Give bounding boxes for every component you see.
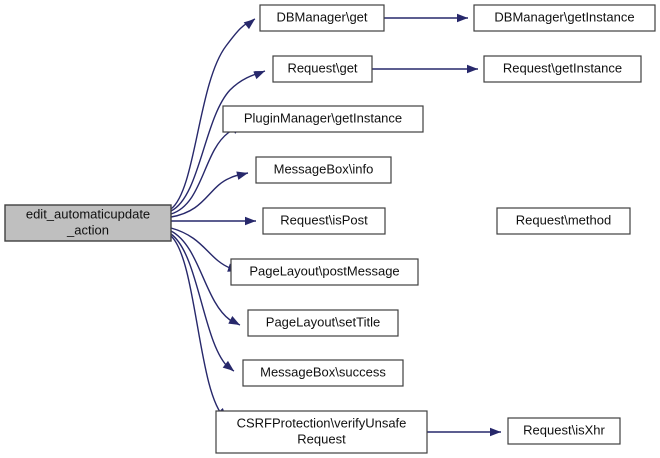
node-label: CSRFProtection\verifyUnsafe	[237, 415, 407, 430]
node-label: DBManager\getInstance	[494, 9, 634, 24]
node-box[interactable]	[222, 105, 424, 133]
edge-root-to-csrfprotection_verifyunsaferequest	[170, 235, 228, 420]
node-label: _action	[66, 222, 109, 237]
node-label: PageLayout\setTitle	[266, 314, 380, 329]
node-box[interactable]	[473, 4, 656, 32]
node-label: MessageBox\info	[274, 161, 374, 176]
node-label: Request	[297, 431, 346, 446]
edge-root-to-messagebox_info	[170, 172, 249, 218]
node-messagebox_success[interactable]: MessageBox\success	[242, 359, 404, 387]
node-request_ispost[interactable]: Request\isPost	[262, 207, 386, 235]
edge-root-to-pagelayout_postmessage	[170, 227, 240, 272]
node-label: DBManager\get	[276, 9, 367, 24]
edge-root-to-dbmanager_get	[170, 18, 256, 210]
node-box[interactable]	[483, 55, 642, 83]
arrowhead-icon	[490, 427, 501, 437]
node-label: Request\isXhr	[523, 422, 605, 437]
arrowhead-icon	[253, 71, 265, 80]
node-box[interactable]	[215, 410, 428, 454]
nodes-layer: edit_automaticupdate_action DBManager\get…	[4, 4, 656, 454]
node-box[interactable]	[230, 258, 419, 286]
arrowhead-icon	[222, 360, 234, 371]
node-label: Request\getInstance	[503, 60, 622, 75]
arrowhead-icon	[243, 19, 255, 30]
arrowhead-icon	[236, 171, 248, 180]
edge-root-to-request_get	[170, 70, 266, 212]
node-pagelayout_settitle[interactable]: PageLayout\setTitle	[247, 309, 399, 337]
node-request_method[interactable]: Request\method	[496, 207, 631, 235]
node-messagebox_info[interactable]: MessageBox\info	[255, 156, 392, 184]
arrowhead-icon	[228, 316, 240, 325]
arrowhead-icon	[467, 64, 478, 74]
node-request_isxhr[interactable]: Request\isXhr	[507, 417, 621, 445]
node-label: PluginManager\getInstance	[244, 110, 402, 125]
node-request_get[interactable]: Request\get	[272, 55, 373, 83]
arrowhead-icon	[245, 216, 256, 226]
node-box[interactable]	[247, 309, 399, 337]
node-label: PageLayout\postMessage	[249, 263, 399, 278]
node-label: edit_automaticupdate	[26, 206, 150, 221]
node-label: MessageBox\success	[260, 364, 386, 379]
node-pluginmanager_getinstance[interactable]: PluginManager\getInstance	[222, 105, 424, 133]
node-request_getinstance[interactable]: Request\getInstance	[483, 55, 642, 83]
node-label: Request\get	[287, 60, 357, 75]
node-box[interactable]	[507, 417, 621, 445]
node-dbmanager_getinstance[interactable]: DBManager\getInstance	[473, 4, 656, 32]
node-box[interactable]	[242, 359, 404, 387]
node-box[interactable]	[496, 207, 631, 235]
node-dbmanager_get[interactable]: DBManager\get	[259, 4, 385, 32]
node-label: Request\method	[516, 212, 611, 227]
node-box[interactable]	[255, 156, 392, 184]
node-box[interactable]	[262, 207, 386, 235]
node-label: Request\isPost	[280, 212, 368, 227]
arrowhead-icon	[457, 13, 468, 23]
node-pagelayout_postmessage[interactable]: PageLayout\postMessage	[230, 258, 419, 286]
node-box[interactable]	[259, 4, 385, 32]
node-box[interactable]	[4, 204, 172, 242]
node-root[interactable]: edit_automaticupdate_action	[4, 204, 172, 242]
node-box[interactable]	[272, 55, 373, 83]
